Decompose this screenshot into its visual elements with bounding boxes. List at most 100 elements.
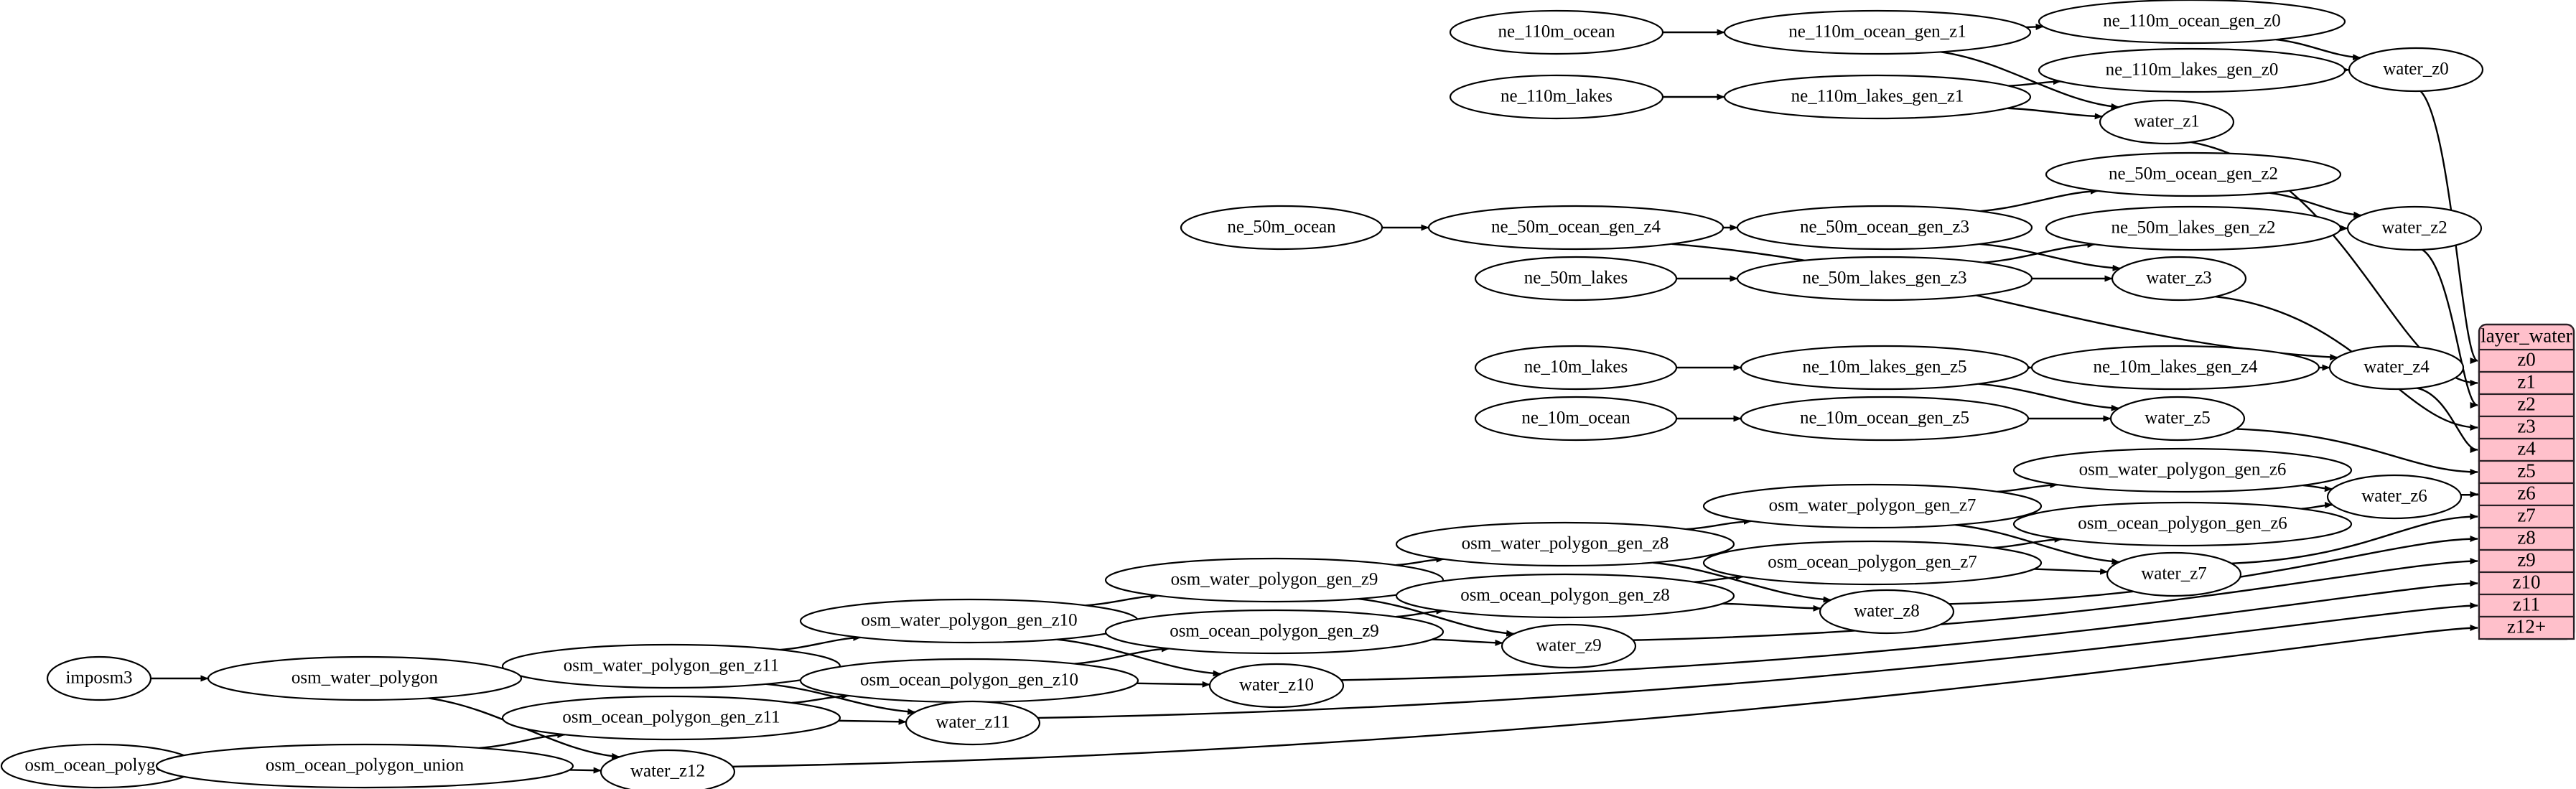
node-shape[interactable] — [207, 655, 523, 701]
layer-water-row-z5[interactable] — [2478, 459, 2575, 485]
node-ne_110m_ocean[interactable]: ne_110m_ocean — [1449, 9, 1664, 55]
node-ne_50m_ocean_gen_z4[interactable]: ne_50m_ocean_gen_z4 — [1427, 205, 1725, 251]
node-osm_ocean_polygon_gen_z8[interactable]: osm_ocean_polygon_gen_z8 — [1395, 573, 1735, 619]
node-shape[interactable] — [1819, 589, 1955, 635]
node-shape[interactable] — [2328, 345, 2465, 391]
node-osm_ocean_polygon_gen_z11[interactable]: osm_ocean_polygon_gen_z11 — [501, 695, 841, 741]
node-osm_ocean_polygon_gen_z10[interactable]: osm_ocean_polygon_gen_z10 — [799, 658, 1139, 704]
node-shape[interactable] — [2099, 99, 2235, 145]
node-water_z0[interactable]: water_z0 — [2348, 47, 2484, 93]
node-water_z4[interactable]: water_z4 — [2328, 345, 2465, 391]
node-shape[interactable] — [1740, 396, 2030, 442]
node-shape[interactable] — [155, 743, 574, 789]
node-shape[interactable] — [2038, 47, 2346, 93]
layer-water-row-z2[interactable] — [2478, 393, 2575, 418]
node-shape[interactable] — [1723, 74, 2032, 120]
node-shape[interactable] — [2012, 447, 2353, 493]
node-shape[interactable] — [2106, 551, 2242, 597]
node-ne_110m_lakes_gen_z0[interactable]: ne_110m_lakes_gen_z0 — [2038, 47, 2346, 93]
node-shape[interactable] — [501, 695, 841, 741]
layer-water-row-z0[interactable] — [2478, 348, 2575, 373]
node-osm_water_polygon_gen_z8[interactable]: osm_water_polygon_gen_z8 — [1395, 521, 1735, 567]
node-water_z6[interactable]: water_z6 — [2326, 474, 2463, 520]
node-osm_ocean_polygon_gen_z7[interactable]: osm_ocean_polygon_gen_z7 — [1702, 540, 2043, 586]
node-shape[interactable] — [599, 749, 736, 789]
layer-water-row-z6[interactable] — [2478, 482, 2575, 507]
node-ne_110m_ocean_gen_z1[interactable]: ne_110m_ocean_gen_z1 — [1723, 9, 2032, 55]
node-shape[interactable] — [2111, 256, 2247, 302]
node-ne_50m_ocean_gen_z3[interactable]: ne_50m_ocean_gen_z3 — [1736, 205, 2033, 251]
node-ne_50m_lakes[interactable]: ne_50m_lakes — [1474, 256, 1678, 302]
node-water_z7[interactable]: water_z7 — [2106, 551, 2242, 597]
node-shape[interactable] — [2346, 205, 2483, 251]
node-ne_50m_lakes_gen_z3[interactable]: ne_50m_lakes_gen_z3 — [1736, 256, 2033, 302]
node-shape[interactable] — [501, 643, 841, 689]
node-water_z3[interactable]: water_z3 — [2111, 256, 2247, 302]
node-water_z10[interactable]: water_z10 — [1208, 663, 1345, 709]
node-ne_110m_lakes_gen_z1[interactable]: ne_110m_lakes_gen_z1 — [1723, 74, 2032, 120]
node-ne_110m_lakes[interactable]: ne_110m_lakes — [1449, 74, 1664, 120]
node-shape[interactable] — [2326, 474, 2463, 520]
layer-water-row-z11[interactable] — [2478, 593, 2575, 618]
node-ne_10m_lakes[interactable]: ne_10m_lakes — [1474, 345, 1678, 391]
node-shape[interactable] — [1449, 9, 1664, 55]
node-shape[interactable] — [2045, 151, 2342, 197]
node-shape[interactable] — [799, 598, 1139, 644]
node-ne_50m_ocean[interactable]: ne_50m_ocean — [1180, 205, 1383, 251]
node-osm_water_polygon_gen_z11[interactable]: osm_water_polygon_gen_z11 — [501, 643, 841, 689]
node-shape[interactable] — [1474, 396, 1678, 442]
node-shape[interactable] — [1180, 205, 1383, 251]
node-shape[interactable] — [2012, 501, 2353, 547]
layer-water-row-z7[interactable] — [2478, 504, 2575, 529]
node-water_z1[interactable]: water_z1 — [2099, 99, 2235, 145]
node-shape[interactable] — [1736, 205, 2033, 251]
node-ne_10m_lakes_gen_z4[interactable]: ne_10m_lakes_gen_z4 — [2030, 345, 2320, 391]
node-shape[interactable] — [1104, 609, 1445, 655]
node-shape[interactable] — [46, 655, 152, 701]
node-shape[interactable] — [1208, 663, 1345, 709]
node-shape[interactable] — [1736, 256, 2033, 302]
node-shape[interactable] — [1474, 256, 1678, 302]
node-water_z5[interactable]: water_z5 — [2109, 396, 2246, 442]
node-ne_10m_ocean_gen_z5[interactable]: ne_10m_ocean_gen_z5 — [1740, 396, 2030, 442]
node-osm_ocean_polygon_union[interactable]: osm_ocean_polygon_union — [155, 743, 574, 789]
node-shape[interactable] — [2038, 0, 2346, 45]
layer-water-row-z8[interactable] — [2478, 526, 2575, 551]
node-water_z12[interactable]: water_z12 — [599, 749, 736, 789]
node-osm_water_polygon_gen_z7[interactable]: osm_water_polygon_gen_z7 — [1702, 483, 2043, 529]
node-shape[interactable] — [1702, 483, 2043, 529]
node-osm_water_polygon_gen_z6[interactable]: osm_water_polygon_gen_z6 — [2012, 447, 2353, 493]
node-water_z8[interactable]: water_z8 — [1819, 589, 1955, 635]
node-shape[interactable] — [2109, 396, 2246, 442]
node-shape[interactable] — [1427, 205, 1725, 251]
node-osm_water_polygon_gen_z10[interactable]: osm_water_polygon_gen_z10 — [799, 598, 1139, 644]
node-shape[interactable] — [1395, 573, 1735, 619]
node-ne_50m_ocean_gen_z2[interactable]: ne_50m_ocean_gen_z2 — [2045, 151, 2342, 197]
layer-water-row-z4[interactable] — [2478, 437, 2575, 462]
layer-water-row-z1[interactable] — [2478, 370, 2575, 396]
node-ne_10m_ocean[interactable]: ne_10m_ocean — [1474, 396, 1678, 442]
node-ne_10m_lakes_gen_z5[interactable]: ne_10m_lakes_gen_z5 — [1740, 345, 2030, 391]
node-shape[interactable] — [799, 658, 1139, 704]
node-shape[interactable] — [1740, 345, 2030, 391]
node-shape[interactable] — [1702, 540, 2043, 586]
layer-water-row-z3[interactable] — [2478, 415, 2575, 440]
node-osm_ocean_polygon_gen_z6[interactable]: osm_ocean_polygon_gen_z6 — [2012, 501, 2353, 547]
layer-water-row-z9[interactable] — [2478, 548, 2575, 574]
node-shape[interactable] — [1501, 623, 1637, 669]
node-ne_50m_lakes_gen_z2[interactable]: ne_50m_lakes_gen_z2 — [2045, 205, 2342, 251]
node-shape[interactable] — [1723, 9, 2032, 55]
node-water_z2[interactable]: water_z2 — [2346, 205, 2483, 251]
node-osm_ocean_polygon_gen_z9[interactable]: osm_ocean_polygon_gen_z9 — [1104, 609, 1445, 655]
node-shape[interactable] — [2030, 345, 2320, 391]
node-shape[interactable] — [1104, 557, 1445, 603]
node-shape[interactable] — [1449, 74, 1664, 120]
layer-water-row-z10[interactable] — [2478, 571, 2575, 596]
node-shape[interactable] — [1474, 345, 1678, 391]
node-osm_water_polygon_gen_z9[interactable]: osm_water_polygon_gen_z9 — [1104, 557, 1445, 603]
node-water_z11[interactable]: water_z11 — [905, 700, 1041, 746]
node-shape[interactable] — [2045, 205, 2342, 251]
node-water_z9[interactable]: water_z9 — [1501, 623, 1637, 669]
node-imposm3[interactable]: imposm3 — [46, 655, 152, 701]
node-shape[interactable] — [1395, 521, 1735, 567]
